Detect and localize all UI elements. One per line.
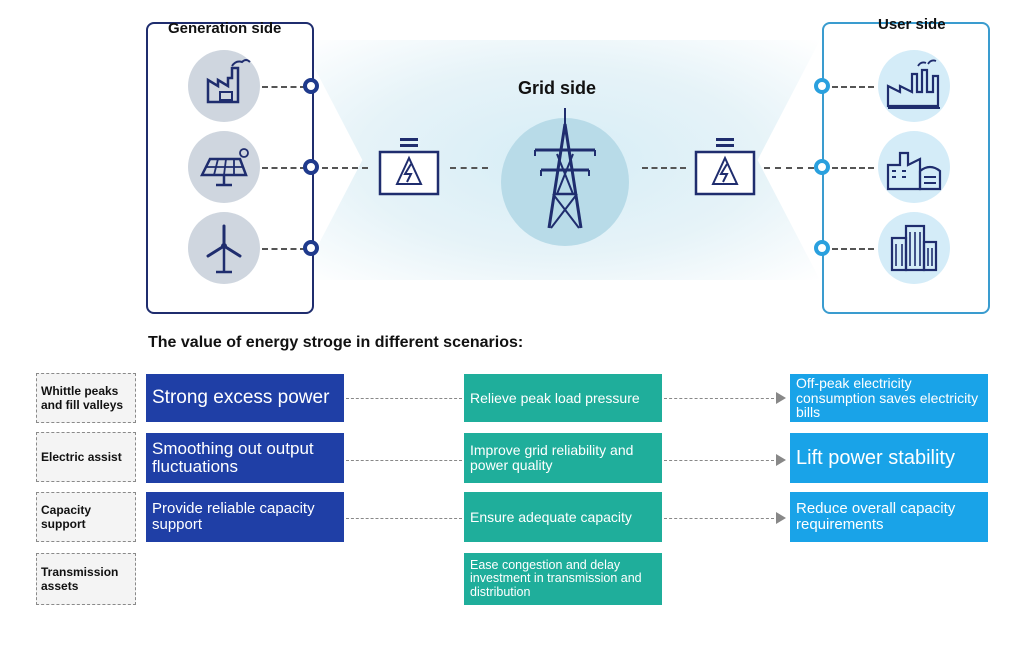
user-connector-3 bbox=[832, 248, 874, 250]
row3-connector-grid-user bbox=[664, 518, 774, 519]
battery-to-user-connector bbox=[764, 167, 814, 169]
gen-connector-3 bbox=[262, 248, 306, 250]
row2-connector-gen-grid bbox=[346, 460, 462, 461]
generation-box-reliable-capacity: Provide reliable capacity support bbox=[146, 492, 344, 542]
user-side-title: User side bbox=[878, 16, 946, 33]
grid-to-battery-connector-right bbox=[642, 167, 686, 169]
gen-to-battery-connector bbox=[322, 167, 368, 169]
section-heading: The value of energy stroge in different … bbox=[148, 334, 524, 351]
gen-connector-1 bbox=[262, 86, 306, 88]
grid-side-title: Grid side bbox=[518, 78, 597, 98]
grid-box-ease-congestion: Ease congestion and delay investment in … bbox=[464, 553, 662, 605]
row1-connector-gen-grid bbox=[346, 398, 462, 399]
user-node-3 bbox=[814, 240, 830, 256]
user-node-1 bbox=[814, 78, 830, 94]
user-connector-2 bbox=[832, 167, 874, 169]
user-box-off-peak-consumption: Off-peak electricity consumption saves e… bbox=[790, 374, 988, 422]
scenario-label-capacity-support: Capacity support bbox=[36, 492, 136, 542]
user-node-2 bbox=[814, 159, 830, 175]
row1-connector-grid-user bbox=[664, 398, 774, 399]
gen-node-1 bbox=[303, 78, 319, 94]
row3-arrow-head bbox=[776, 512, 786, 524]
battery-storage-icon-left bbox=[374, 136, 444, 205]
scenario-label-peak-shaving: Whittle peaks and fill valleys bbox=[36, 373, 136, 423]
battery-to-grid-connector-left bbox=[450, 167, 488, 169]
generation-box-strong-excess-power: Strong excess power bbox=[146, 374, 344, 422]
user-box-lift-power-stability: Lift power stability bbox=[790, 433, 988, 483]
power-plant-icon bbox=[188, 50, 260, 122]
row2-arrow-head bbox=[776, 454, 786, 466]
scenario-label-transmission-assets: Transmission assets bbox=[36, 553, 136, 605]
grid-box-relieve-peak-load: Relieve peak load pressure bbox=[464, 374, 662, 422]
user-connector-1 bbox=[832, 86, 874, 88]
grid-box-ensure-capacity: Ensure adequate capacity bbox=[464, 492, 662, 542]
gen-connector-2 bbox=[262, 167, 306, 169]
row3-connector-gen-grid bbox=[346, 518, 462, 519]
gen-node-2 bbox=[303, 159, 319, 175]
generation-box-smoothing-fluctuations: Smoothing out output fluctuations bbox=[146, 433, 344, 483]
grid-tower-backdrop bbox=[501, 118, 629, 246]
solar-panel-icon bbox=[188, 131, 260, 203]
office-building-icon bbox=[878, 212, 950, 284]
row2-connector-grid-user bbox=[664, 460, 774, 461]
user-box-reduce-capacity: Reduce overall capacity requirements bbox=[790, 492, 988, 542]
battery-storage-icon-right bbox=[690, 136, 760, 205]
row1-arrow-head bbox=[776, 392, 786, 404]
gen-node-3 bbox=[303, 240, 319, 256]
transmission-tower-icon bbox=[513, 104, 617, 239]
grid-box-improve-reliability: Improve grid reliability and power quali… bbox=[464, 433, 662, 483]
generation-side-title: Generation side bbox=[168, 20, 282, 37]
scenario-label-electric-assist: Electric assist bbox=[36, 432, 136, 482]
factory-icon bbox=[878, 50, 950, 122]
wind-turbine-icon bbox=[188, 212, 260, 284]
industrial-park-icon bbox=[878, 131, 950, 203]
